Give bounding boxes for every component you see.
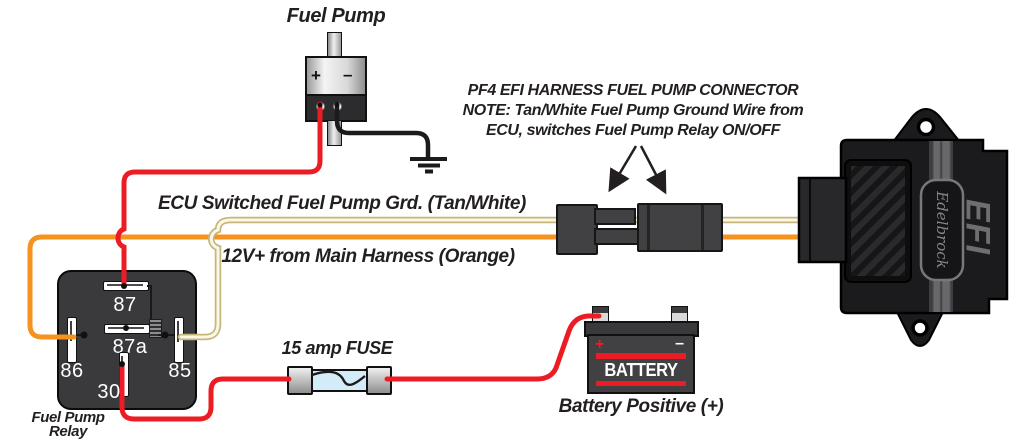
fuel-pump-minus-mark: – bbox=[343, 65, 353, 84]
fuel-pump-terminal-positive bbox=[316, 102, 325, 111]
ground-symbol bbox=[410, 157, 447, 174]
relay-pin-86-slot bbox=[67, 317, 77, 363]
connector-male-prong-top bbox=[594, 208, 636, 225]
relay-pin-87a-label: 87a bbox=[112, 336, 148, 358]
relay-pin-87-slot bbox=[103, 281, 149, 291]
fuel-pump-body bbox=[305, 56, 367, 98]
ecu-bottom-mount-hole bbox=[911, 319, 929, 337]
ecu-model-text: EFI bbox=[958, 199, 997, 255]
fuel-pump-plus-mark: + bbox=[311, 66, 321, 85]
tan-wire-label: ECU Switched Fuel Pump Grd. (Tan/White) bbox=[158, 193, 526, 214]
fuse-right-cap bbox=[366, 366, 392, 395]
note-arrow-right bbox=[639, 145, 667, 195]
battery-stripe-top bbox=[596, 353, 686, 359]
connector-male-body bbox=[556, 204, 598, 255]
ecu-top-mount-hole bbox=[916, 117, 936, 137]
relay-pin-85-slot bbox=[174, 317, 184, 363]
fuse-glass-tube bbox=[309, 369, 370, 392]
connector-female-seam-left bbox=[647, 205, 650, 250]
fuel-pump-outlet-pipe bbox=[327, 120, 342, 146]
ecu-module: Edelbrock EFI bbox=[795, 100, 1024, 390]
connector-female-body bbox=[637, 203, 723, 252]
connector-male-prong-bottom bbox=[594, 228, 640, 245]
battery-caption: Battery Positive (+) bbox=[558, 396, 724, 417]
battery-body: + – BATTERY bbox=[587, 334, 695, 394]
ecu-brand-text: Edelbrock bbox=[933, 191, 951, 269]
connector-note-line3: ECU, switches Fuel Pump Relay ON/OFF bbox=[485, 122, 781, 139]
note-arrow-left bbox=[608, 145, 638, 193]
fuel-pump-relay-label-line2: Relay bbox=[48, 423, 88, 440]
connector-female-seam-right bbox=[701, 205, 704, 250]
connector-note-line2: NOTE: Tan/White Fuel Pump Ground Wire fr… bbox=[462, 102, 804, 119]
ecu-harness-plug bbox=[797, 176, 848, 264]
fuel-pump-relay: 87 87a 86 85 30 bbox=[57, 270, 197, 410]
fuel-pump-label: Fuel Pump bbox=[286, 5, 386, 27]
battery-name: BATTERY bbox=[604, 360, 678, 380]
battery-minus-mark: – bbox=[675, 335, 684, 352]
battery-stripe-bottom bbox=[596, 381, 686, 386]
relay-pin-30-label: 30 bbox=[97, 381, 121, 403]
battery-plus-mark: + bbox=[595, 336, 605, 353]
relay-pin-85-label: 85 bbox=[168, 360, 192, 382]
fuel-pump-relay-label-line1: Fuel Pump bbox=[31, 409, 105, 426]
ecu-connector-hatch bbox=[851, 166, 905, 276]
relay-pin-87a-slot bbox=[104, 324, 150, 334]
fuse-label: 15 amp FUSE bbox=[281, 338, 393, 358]
relay-pin-86-label: 86 bbox=[60, 360, 84, 382]
relay-coil-symbol bbox=[149, 319, 162, 338]
fuel-pump-terminal-negative bbox=[333, 102, 342, 111]
fuse-left-cap bbox=[287, 366, 313, 395]
orange-wire-label: 12V+ from Main Harness (Orange) bbox=[221, 246, 515, 267]
relay-pin-87-label: 87 bbox=[113, 294, 137, 316]
connector-note-line1: PF4 EFI HARNESS FUEL PUMP CONNECTOR bbox=[467, 82, 799, 99]
ecu-logo-pill bbox=[919, 178, 965, 282]
red-wire-fuse-to-battery bbox=[384, 313, 602, 382]
